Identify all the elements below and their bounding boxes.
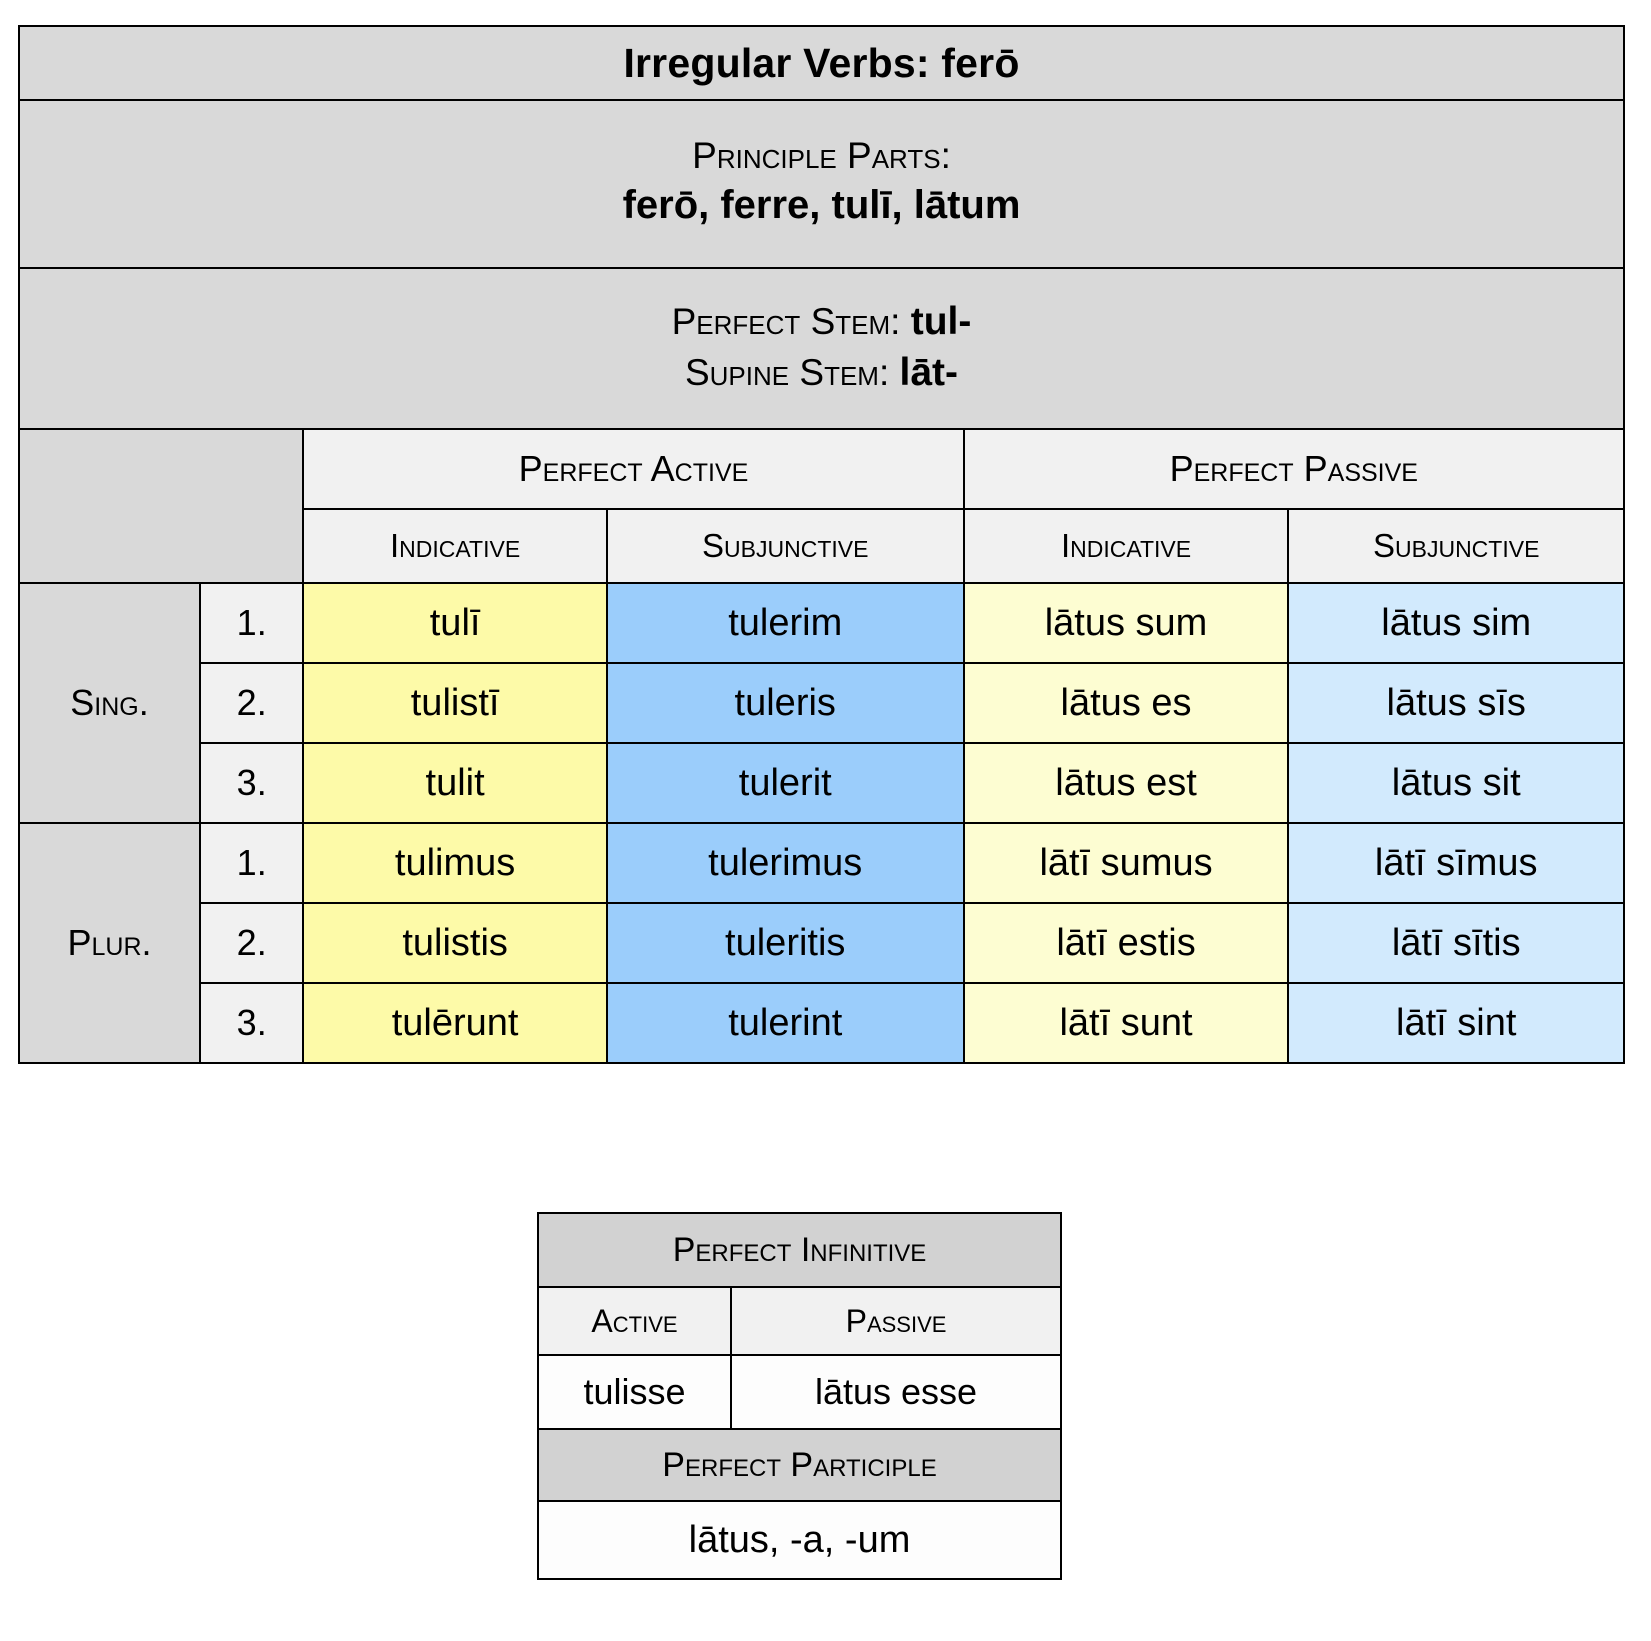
- form-infinitive-active: tulisse: [537, 1354, 732, 1430]
- perfect-participle-title: Perfect Participle: [536, 1428, 1063, 1502]
- voice-header-row: Perfect Active Perfect Passive: [17, 428, 1626, 584]
- form-active-indicative: tulī: [302, 582, 608, 664]
- form-active-indicative: tulistis: [302, 902, 608, 984]
- form-active-subjunctive: tuleris: [605, 662, 965, 744]
- supine-stem-line: Supine Stem: lāt-: [20, 348, 1623, 399]
- form-passive-subjunctive: lātī sint: [1287, 982, 1625, 1064]
- stems-row: Perfect Stem: tul- Supine Stem: lāt-: [18, 267, 1625, 430]
- form-passive-indicative: lātī sumus: [962, 822, 1290, 904]
- table-row: Plur. 1. tulimus tulerimus lātī sumus lā…: [17, 822, 1625, 1064]
- infinitive-participle-table: Perfect Infinitive Active Passive tuliss…: [536, 1212, 1063, 1580]
- person-label: 1.: [199, 822, 305, 904]
- group-label-plural: Plur.: [17, 822, 202, 1064]
- form-passive-indicative: lātus es: [962, 662, 1290, 744]
- form-passive-indicative: lātus est: [962, 742, 1290, 824]
- form-active-indicative: tulimus: [302, 822, 608, 904]
- header-perfect-active: Perfect Active: [302, 428, 965, 510]
- principle-parts-cell: Principle Parts: ferō, ferre, tulī, lātu…: [18, 99, 1625, 269]
- participle-value-row: lātus, -a, -um: [536, 1500, 1063, 1580]
- table-row: Sing. 1. tulī tulerim lātus sum lātus si…: [17, 582, 1625, 824]
- person-label: 2.: [199, 662, 305, 744]
- stems-cell: Perfect Stem: tul- Supine Stem: lāt-: [18, 267, 1625, 430]
- form-passive-indicative: lātī estis: [962, 902, 1290, 984]
- form-active-subjunctive: tulerint: [605, 982, 965, 1064]
- form-active-indicative: tulērunt: [302, 982, 608, 1064]
- table-title-row: Irregular Verbs: ferō: [18, 25, 1625, 101]
- form-active-indicative: tulistī: [302, 662, 608, 744]
- supine-stem-value: lāt-: [899, 350, 959, 394]
- perfect-stem-line: Perfect Stem: tul-: [20, 297, 1623, 348]
- form-active-subjunctive: tulerimus: [605, 822, 965, 904]
- header-passive-subjunctive: Subjunctive: [1287, 508, 1625, 584]
- form-passive-subjunctive: lātus sit: [1287, 742, 1625, 824]
- form-passive-indicative: lātī sunt: [962, 982, 1290, 1064]
- form-active-indicative: tulit: [302, 742, 608, 824]
- header-infinitive-passive: Passive: [729, 1286, 1063, 1356]
- infinitive-title-row: Perfect Infinitive: [536, 1212, 1063, 1288]
- person-label: 2.: [199, 902, 305, 984]
- table-row: 2. tulistī tuleris lātus es lātus sīs: [19, 662, 1625, 744]
- principle-parts-value: ferō, ferre, tulī, lātum: [622, 182, 1021, 227]
- form-active-subjunctive: tulerim: [605, 582, 965, 664]
- group-label-singular: Sing.: [17, 582, 202, 824]
- person-label: 1.: [199, 582, 305, 664]
- form-passive-indicative: lātus sum: [962, 582, 1290, 664]
- table-row: 2. tulistis tuleritis lātī estis lātī sī…: [19, 902, 1625, 984]
- participle-title-row: Perfect Participle: [536, 1428, 1063, 1502]
- perfect-stem-value: tul-: [910, 299, 972, 343]
- form-passive-subjunctive: lātī sīmus: [1287, 822, 1625, 904]
- perfect-tense-conjugation-table: Irregular Verbs: ferō Principle Parts: f…: [17, 25, 1626, 1064]
- form-perfect-participle: lātus, -a, -um: [536, 1500, 1063, 1580]
- table-row: 3. tulit tulerit lātus est lātus sit: [19, 742, 1625, 824]
- form-active-subjunctive: tuleritis: [605, 902, 965, 984]
- page-title: Irregular Verbs: ferō: [18, 25, 1625, 101]
- person-label: 3.: [199, 982, 305, 1064]
- header-passive-indicative: Indicative: [962, 508, 1290, 584]
- supine-stem-label: Supine Stem:: [684, 351, 890, 393]
- table-row: 3. tulērunt tulerint lātī sunt lātī sint: [19, 982, 1625, 1064]
- person-label: 3.: [199, 742, 305, 824]
- header-perfect-passive: Perfect Passive: [962, 428, 1626, 510]
- corner-spacer: [17, 428, 305, 584]
- form-active-subjunctive: tulerit: [605, 742, 965, 824]
- form-passive-subjunctive: lātus sim: [1287, 582, 1625, 664]
- perfect-stem-label: Perfect Stem:: [671, 300, 901, 342]
- mood-header-row: Indicative Subjunctive Indicative Subjun…: [19, 508, 1625, 584]
- infinitive-value-row: tulisse lātus esse: [537, 1354, 1063, 1430]
- principle-parts-row: Principle Parts: ferō, ferre, tulī, lātu…: [18, 99, 1625, 269]
- infinitive-header-row: Active Passive: [537, 1286, 1063, 1356]
- form-passive-subjunctive: lātus sīs: [1287, 662, 1625, 744]
- form-infinitive-passive: lātus esse: [729, 1354, 1063, 1430]
- perfect-infinitive-title: Perfect Infinitive: [536, 1212, 1063, 1288]
- header-active-subjunctive: Subjunctive: [605, 508, 965, 584]
- header-active-indicative: Indicative: [302, 508, 608, 584]
- principle-parts-label: Principle Parts:: [692, 134, 951, 176]
- header-infinitive-active: Active: [537, 1286, 732, 1356]
- form-passive-subjunctive: lātī sītis: [1287, 902, 1625, 984]
